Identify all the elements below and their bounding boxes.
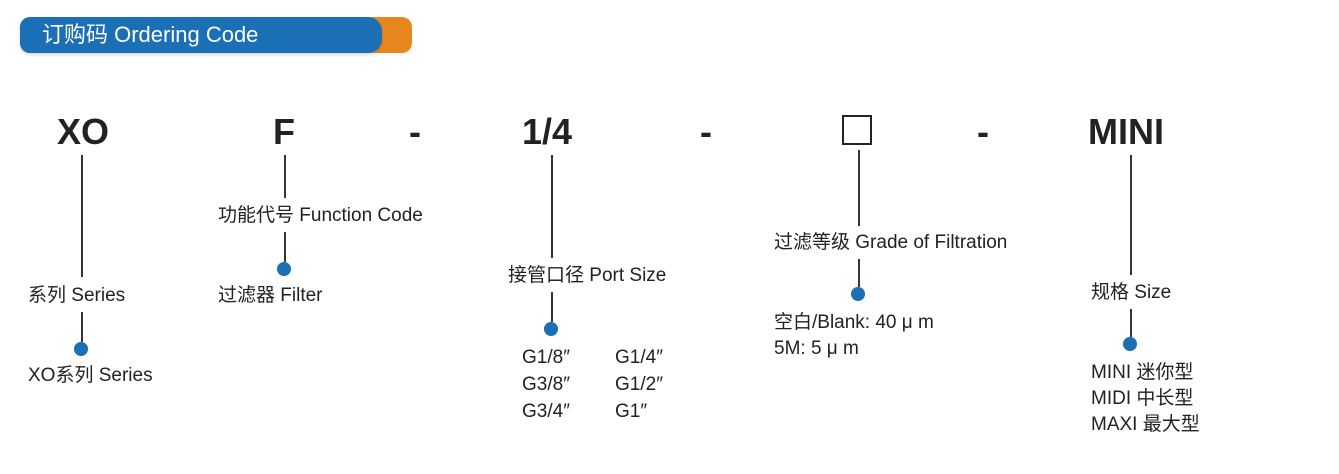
page-title: 订购码 Ordering Code xyxy=(42,22,259,47)
code-filtration-box xyxy=(842,115,872,145)
code-dash-3: - xyxy=(977,111,989,152)
size-connector-line xyxy=(1130,155,1132,275)
port-label: 接管口径 Port Size xyxy=(508,265,667,286)
size-connector-line-2 xyxy=(1130,309,1132,337)
function-connector-line xyxy=(284,155,286,198)
filtration-label: 过滤等级 Grade of Filtration xyxy=(774,232,1008,253)
series-value: XO系列 Series xyxy=(28,365,153,386)
port-bullet xyxy=(544,322,558,336)
size-option: MAXI 最大型 xyxy=(1091,414,1200,435)
function-connector-line-2 xyxy=(284,232,286,262)
filtration-connector-line xyxy=(858,150,860,226)
code-port: 1/4 xyxy=(522,111,573,152)
port-option: G1/8″ xyxy=(522,347,570,368)
series-connector-line-2 xyxy=(81,312,83,342)
size-label: 规格 Size xyxy=(1091,282,1172,303)
function-bullet xyxy=(277,262,291,276)
series-bullet xyxy=(74,342,88,356)
size-option: MIDI 中长型 xyxy=(1091,388,1194,409)
code-size: MINI xyxy=(1088,111,1164,152)
filtration-option: 5M: 5 μ m xyxy=(774,338,859,359)
port-option: G1/2″ xyxy=(615,374,663,395)
port-connector-line xyxy=(551,155,553,258)
port-option: G3/8″ xyxy=(522,374,570,395)
code-dash-1: - xyxy=(409,111,421,152)
filtration-bullet xyxy=(851,287,865,301)
function-value: 过滤器 Filter xyxy=(218,285,323,306)
port-connector-line-2 xyxy=(551,292,553,322)
series-connector-line xyxy=(81,155,83,277)
code-series: XO xyxy=(57,111,110,152)
filtration-connector-line-2 xyxy=(858,259,860,287)
code-dash-2: - xyxy=(700,111,712,152)
header-banner xyxy=(20,17,382,53)
function-label: 功能代号 Function Code xyxy=(218,205,423,226)
port-option: G1/4″ xyxy=(615,347,663,368)
port-option: G3/4″ xyxy=(522,401,570,422)
series-label: 系列 Series xyxy=(28,285,126,306)
code-function: F xyxy=(273,111,295,152)
port-option: G1″ xyxy=(615,401,648,422)
filtration-option: 空白/Blank: 40 μ m xyxy=(774,312,934,333)
size-option: MINI 迷你型 xyxy=(1091,362,1194,383)
size-bullet xyxy=(1123,337,1137,351)
